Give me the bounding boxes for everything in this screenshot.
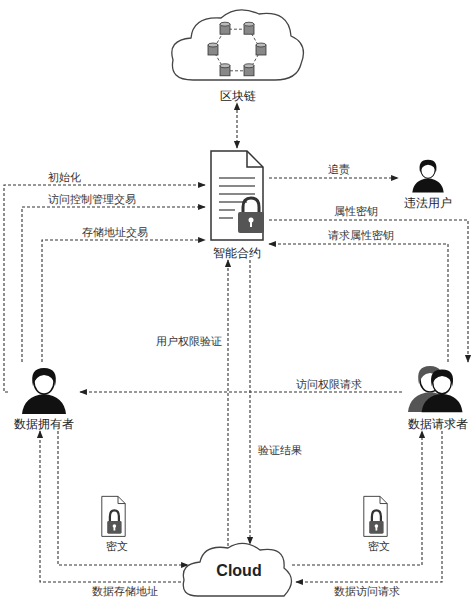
edge-label: 数据存储地址 bbox=[92, 586, 158, 598]
actor-node: 违法用户 bbox=[398, 155, 458, 210]
actor-node: 数据拥有者 bbox=[8, 362, 80, 431]
ciphertext-label: 密文 bbox=[106, 541, 128, 553]
contract-icon bbox=[207, 148, 267, 243]
cloud-storage: Cloud bbox=[178, 538, 300, 600]
smart-contract: 智能合约 bbox=[205, 148, 269, 260]
node-label: Cloud bbox=[178, 562, 300, 580]
person-icon bbox=[408, 155, 448, 193]
node-label: 数据请求者 bbox=[402, 417, 474, 431]
edge-label: 追责 bbox=[328, 164, 350, 176]
edge-label: 属性密钥 bbox=[334, 206, 378, 218]
edge-label: 初始化 bbox=[48, 172, 81, 184]
node-label: 违法用户 bbox=[398, 196, 458, 210]
dashed-connector bbox=[4, 185, 205, 392]
edge-label: 用户权限验证 bbox=[156, 336, 222, 348]
dashed-connector bbox=[269, 220, 468, 362]
actor-node: 数据请求者 bbox=[402, 362, 474, 431]
edge-label: 验证结果 bbox=[258, 445, 302, 457]
node-label: 数据拥有者 bbox=[8, 417, 80, 431]
cloud-shape bbox=[165, 4, 310, 86]
dashed-connector bbox=[249, 260, 250, 544]
edge-label: 访问控制管理交易 bbox=[48, 194, 136, 206]
dashed-connector bbox=[80, 391, 402, 392]
edge-label: 存储地址交易 bbox=[82, 227, 148, 239]
dashed-connector bbox=[296, 431, 442, 582]
dashed-connector bbox=[58, 431, 188, 565]
dashed-connector bbox=[292, 431, 422, 565]
dashed-connector bbox=[236, 103, 237, 148]
blockchain-cloud: 区块链 bbox=[165, 4, 310, 103]
group-icon bbox=[404, 362, 472, 414]
dashed-connector bbox=[40, 431, 186, 582]
ciphertext-icon bbox=[364, 496, 387, 536]
edge-label: 访问权限请求 bbox=[296, 379, 362, 391]
edge-label: 数据访问请求 bbox=[334, 586, 400, 598]
dashed-connector bbox=[269, 177, 398, 178]
dashed-connector bbox=[269, 244, 448, 362]
edge-label: 请求属性密钥 bbox=[328, 230, 394, 242]
person-icon bbox=[16, 362, 72, 414]
node-label: 智能合约 bbox=[205, 246, 269, 260]
dashed-connector bbox=[227, 260, 228, 546]
ciphertext-label: 密文 bbox=[368, 541, 390, 553]
node-label: 区块链 bbox=[165, 89, 310, 103]
ciphertext-icon bbox=[102, 496, 125, 536]
